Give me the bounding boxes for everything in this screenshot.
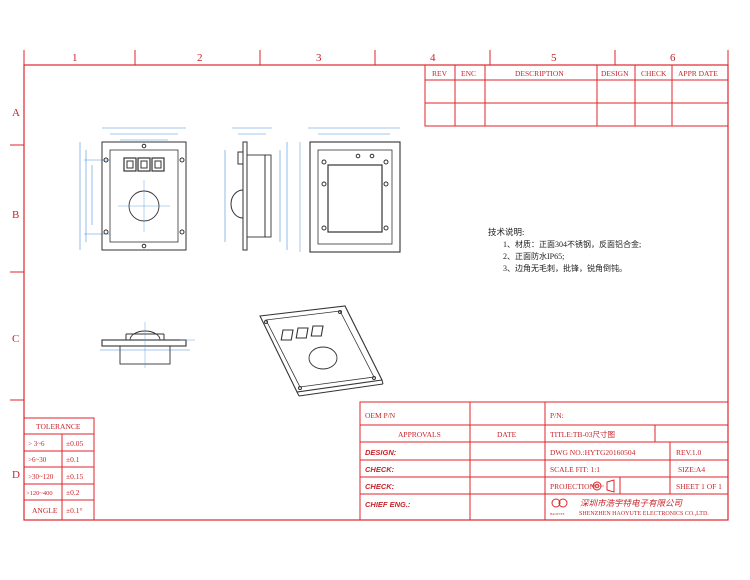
tolerance-value-1: ±0.05 bbox=[66, 439, 83, 448]
date-label: DATE bbox=[497, 430, 517, 439]
tolerance-range-1: > 3~6 bbox=[28, 440, 45, 448]
side-view bbox=[224, 127, 288, 251]
company-logo: HAOYUTE bbox=[550, 498, 568, 516]
tolerance-value-4: ±0.2 bbox=[66, 488, 80, 497]
company-name-en: SHENZHEN HAOYUTE ELECTRONICS CO.,LTD. bbox=[579, 511, 709, 517]
rev-header: REV bbox=[432, 69, 448, 78]
svg-text:HAOYUTE: HAOYUTE bbox=[550, 512, 565, 516]
column-label-2: 2 bbox=[197, 52, 203, 64]
row-ruler: A B C D bbox=[10, 107, 24, 481]
front-view bbox=[79, 127, 187, 251]
company-name-cn: 深圳市浩宇特电子有限公司 bbox=[580, 498, 684, 508]
tech-note-1: 1、材质：正面304不锈钢，反面铝合金; bbox=[503, 239, 641, 249]
description-header: DESCRIPTION bbox=[515, 69, 564, 78]
row-label-D: D bbox=[12, 469, 20, 481]
dwg-no: DWG NO.:HYTG20160504 bbox=[550, 448, 636, 457]
approvals-label: APPROVALS bbox=[398, 430, 441, 439]
check-label-2: CHECK: bbox=[365, 482, 395, 491]
design-label: DESIGN: bbox=[365, 448, 397, 457]
title-block: OEM P/N P/N: APPROVALS DATE TITLE:TB-03尺… bbox=[359, 401, 729, 521]
bottom-view bbox=[100, 322, 195, 368]
tolerance-range-3: >30~120 bbox=[28, 473, 54, 481]
enc-header: ENC bbox=[461, 69, 476, 78]
design-header: DESIGN bbox=[601, 69, 629, 78]
tolerance-title: TOLERANCE bbox=[36, 422, 81, 431]
isometric-view bbox=[259, 305, 384, 397]
rear-view bbox=[299, 127, 401, 253]
tolerance-angle-value: ±0.1° bbox=[66, 506, 83, 515]
chief-eng-label: CHIEF ENG.: bbox=[365, 500, 411, 509]
tolerance-table: TOLERANCE > 3~6 ±0.05 >6~30 ±0.1 >30~120… bbox=[23, 417, 95, 521]
projection-symbol bbox=[590, 479, 615, 493]
column-label-5: 5 bbox=[551, 52, 557, 64]
row-label-C: C bbox=[12, 333, 19, 345]
projection-label: PROJECTION bbox=[550, 482, 596, 491]
tolerance-value-3: ±0.15 bbox=[66, 472, 83, 481]
tolerance-range-4: >120~400 bbox=[26, 490, 53, 497]
check-header: CHECK bbox=[641, 69, 667, 78]
column-ruler: 1 2 3 4 5 6 bbox=[23, 50, 729, 65]
column-label-6: 6 bbox=[670, 52, 676, 64]
tolerance-range-2: >6~30 bbox=[28, 456, 47, 464]
appr-date-header: APPR DATE bbox=[678, 69, 718, 78]
column-label-4: 4 bbox=[430, 52, 436, 64]
sheet-label: SHEET 1 OF 1 bbox=[676, 482, 722, 491]
row-label-A: A bbox=[12, 107, 20, 119]
oem-pn-label: OEM P/N bbox=[365, 411, 396, 420]
drawing-title: TITLE:TB-03尺寸图 bbox=[550, 429, 615, 439]
revision-table: REV ENC DESCRIPTION DESIGN CHECK APPR DA… bbox=[424, 64, 729, 127]
tolerance-value-2: ±0.1 bbox=[66, 455, 80, 464]
tech-note-3: 3、边角无毛刺，批锋，锐角倒钝。 bbox=[503, 263, 627, 273]
tech-note-2: 2、正面防水IP65; bbox=[503, 251, 564, 261]
column-label-3: 3 bbox=[316, 52, 322, 64]
revision-number: REV.1.0 bbox=[676, 448, 702, 457]
tolerance-angle-label: ANGLE bbox=[32, 506, 58, 515]
size-label: SIZE:A4 bbox=[678, 465, 705, 474]
scale-label: SCALE FIT: 1:1 bbox=[550, 465, 600, 474]
tech-notes: 技术说明: 1、材质：正面304不锈钢，反面铝合金; 2、正面防水IP65; 3… bbox=[488, 227, 641, 273]
column-label-1: 1 bbox=[72, 52, 78, 64]
tech-notes-title: 技术说明: bbox=[488, 227, 524, 237]
pn-label: P/N: bbox=[550, 411, 564, 420]
row-label-B: B bbox=[12, 209, 19, 221]
check-label-1: CHECK: bbox=[365, 465, 395, 474]
